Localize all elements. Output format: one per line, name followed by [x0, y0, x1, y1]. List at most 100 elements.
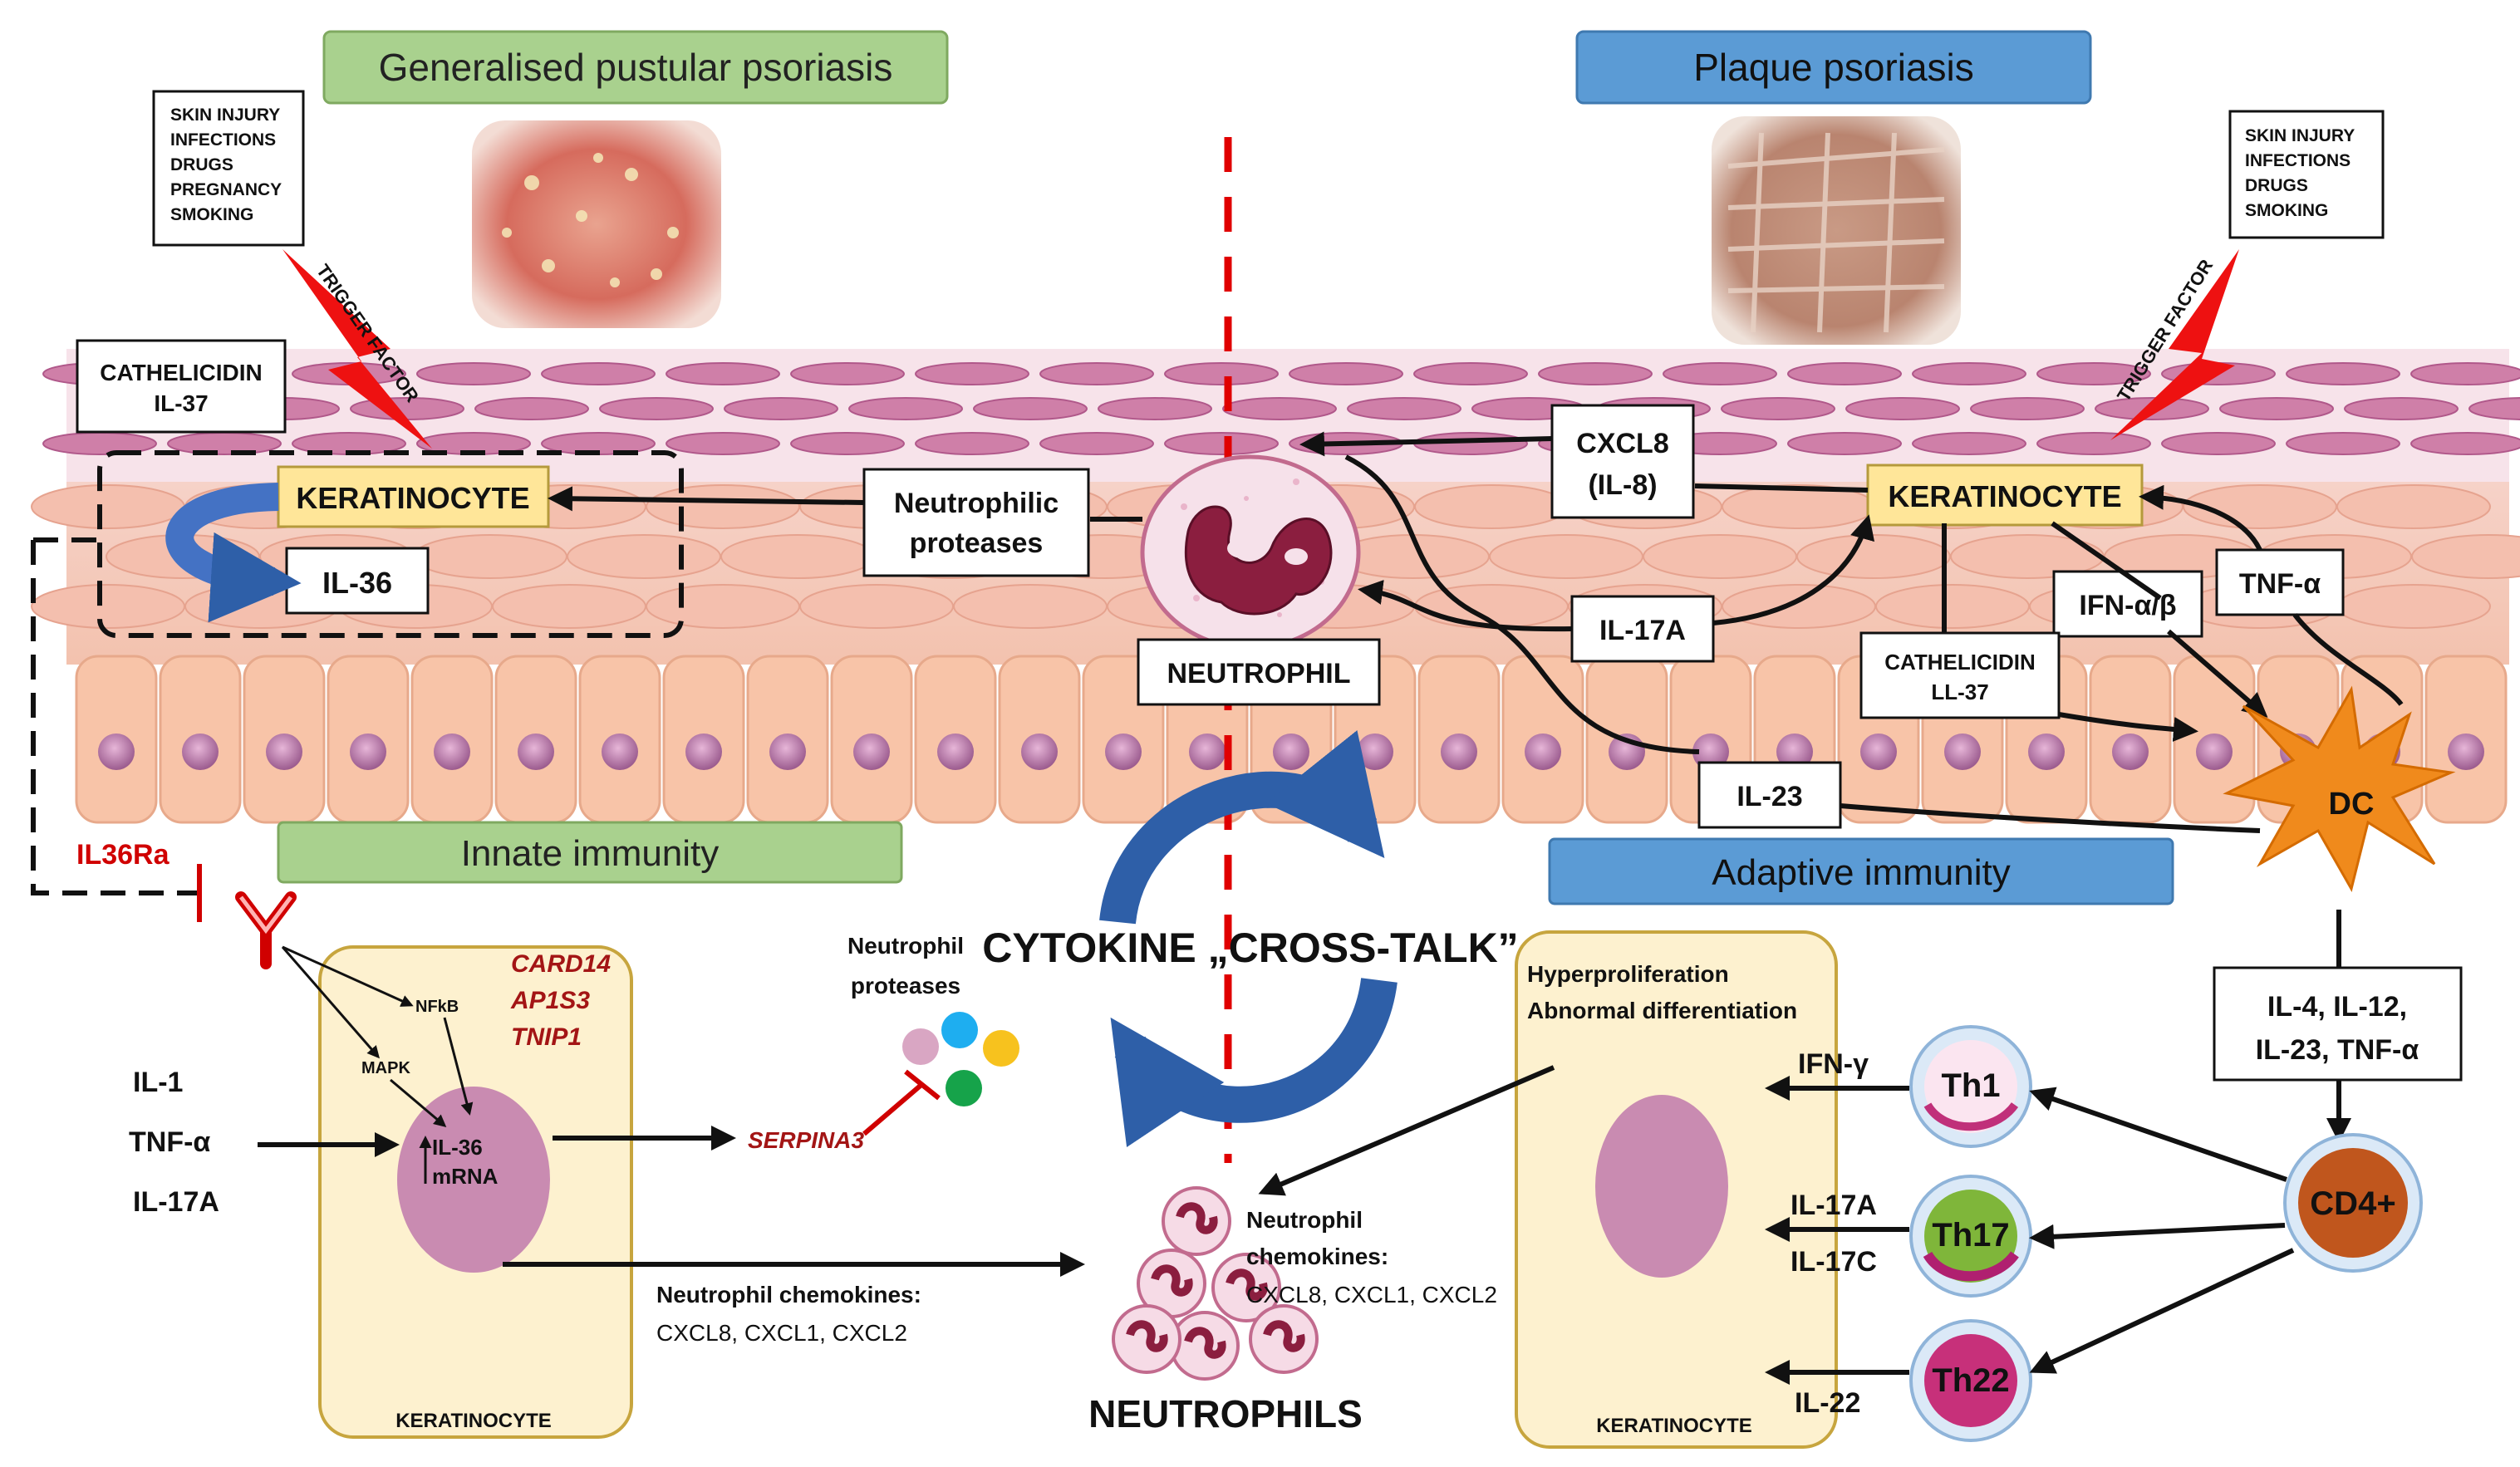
svg-text:Th22: Th22 [1932, 1362, 2009, 1399]
spinous-cell [413, 534, 567, 579]
svg-text:IL-23: IL-23 [1736, 781, 1802, 812]
basal-nucleus [1860, 734, 1897, 770]
svg-text:Th1: Th1 [1941, 1067, 2000, 1104]
chemokines-left-list: CXCL8, CXCL1, CXCL2 [656, 1320, 907, 1346]
svg-text:IL-1: IL-1 [133, 1067, 183, 1098]
cd4-cell: CD4+ [2283, 1133, 2423, 1273]
basal-nucleus [1944, 734, 1981, 770]
basal-nucleus [937, 734, 974, 770]
spinous-cell [646, 484, 800, 529]
chemokines-center: Neutrophil chemokines: CXCL8, CXCL1, CXC… [1246, 1207, 1497, 1308]
spinous-cell [720, 534, 875, 579]
svg-text:CD4+: CD4+ [2310, 1185, 2395, 1222]
il17a-label-bottom: IL-17A [1791, 1190, 1877, 1221]
svg-text:DC: DC [2329, 787, 2375, 822]
corneocyte [1787, 432, 1902, 455]
hyperproliferation-label: Hyperproliferation [1527, 961, 1729, 987]
epidermis-upper-layer [42, 349, 2520, 482]
svg-text:SKIN INJURY: SKIN INJURY [2245, 126, 2355, 145]
arrow-il17a-to-keratinocyte [1712, 514, 1875, 626]
basal-nucleus [1692, 734, 1729, 770]
th1-cell: Th1 [1909, 1025, 2032, 1148]
neutrophil-nucleus [1176, 1202, 1218, 1234]
basal-nucleus [2028, 734, 2065, 770]
corneocyte [666, 432, 780, 455]
trigger-cytokines-list: IL-1 TNF-α IL-17A [129, 1067, 219, 1218]
nfkb-label: NFkB [415, 998, 459, 1016]
spinous-cell [492, 584, 646, 629]
svg-text:CATHELICIDIN: CATHELICIDIN [100, 360, 262, 385]
mapk-label: MAPK [361, 1059, 410, 1077]
neutrophils-label: NEUTROPHILS [1088, 1392, 1363, 1435]
corneocyte [1413, 362, 1528, 385]
risk-genes: CARD14 AP1S3 TNIP1 [510, 950, 611, 1051]
plaque-header: Plaque psoriasis [1575, 30, 2092, 105]
keratinocyte-cell-left: KERATINOCYTE [318, 945, 633, 1439]
basal-nucleus [1273, 734, 1309, 770]
svg-text:CXCL8: CXCL8 [1576, 428, 1668, 459]
spinous-cell [1796, 534, 1951, 579]
spinous-cell [953, 584, 1108, 629]
svg-text:TNF-α: TNF-α [2239, 568, 2321, 600]
neutrophil-proteases-left: Neutrophil proteases [847, 933, 1019, 1106]
corneocyte [2036, 432, 2151, 455]
svg-text:KERATINOCYTE: KERATINOCYTE [395, 1410, 552, 1432]
abnormal-differentiation-label: Abnormal differentiation [1527, 998, 1797, 1023]
corneocyte [1538, 362, 1653, 385]
basal-nucleus [266, 734, 302, 770]
autocrine-loop-dashed-box [97, 450, 684, 638]
svg-text:LL-37: LL-37 [1931, 680, 1988, 704]
svg-text:CXCL8, CXCL1, CXCL2: CXCL8, CXCL1, CXCL2 [1246, 1282, 1497, 1308]
svg-text:proteases: proteases [851, 973, 960, 998]
corneocyte [474, 397, 589, 420]
il36-box: IL-36 [285, 547, 430, 615]
plaque-clinical-photo [1712, 116, 1961, 345]
svg-text:SMOKING: SMOKING [2245, 201, 2328, 220]
svg-text:TNIP1: TNIP1 [511, 1023, 582, 1051]
spinous-cell [1722, 584, 1876, 629]
neutrophil-label-box: NEUTROPHIL [1137, 638, 1381, 706]
basal-nucleus [602, 734, 638, 770]
basal-nucleus [1021, 734, 1058, 770]
svg-text:proteases: proteases [910, 527, 1044, 559]
th17-cell: Th17 [1909, 1175, 2032, 1298]
corneocyte [1164, 362, 1279, 385]
serpina3-label: SERPINA3 [748, 1127, 864, 1153]
spinous-cell [646, 584, 800, 629]
basal-nucleus [1441, 734, 1477, 770]
cxcl8-box: CXCL8 (IL-8) [1550, 404, 1695, 519]
svg-text:IL-23, TNF-α: IL-23, TNF-α [2256, 1034, 2419, 1066]
basal-nucleus [518, 734, 554, 770]
corneocyte [599, 397, 714, 420]
corneocyte [2161, 432, 2276, 455]
svg-text:SMOKING: SMOKING [170, 205, 253, 224]
neutrophil-nucleus [1184, 1327, 1226, 1359]
corneocyte [2410, 362, 2520, 385]
neutrophils-cluster [1112, 1186, 1319, 1381]
spinous-cell [1489, 534, 1643, 579]
corneocyte [2410, 432, 2520, 455]
svg-text:IFN-α/β: IFN-α/β [2079, 590, 2176, 621]
corneocyte [1222, 397, 1337, 420]
corneocyte [1663, 362, 1777, 385]
svg-text:DRUGS: DRUGS [170, 155, 233, 174]
spinous-cell [2411, 534, 2520, 579]
basal-nucleus [434, 734, 470, 770]
spinous-cell [31, 584, 185, 629]
svg-text:TNF-α: TNF-α [129, 1126, 210, 1158]
corneocyte [1289, 362, 1403, 385]
corneocyte [541, 362, 656, 385]
corneocyte [2286, 362, 2400, 385]
corneocyte [1912, 432, 2026, 455]
il17a-box-right: IL-17A [1570, 595, 1715, 663]
cathelicidin-box-right: CATHELICIDIN LL-37 [1859, 631, 2061, 719]
corneocyte [2344, 397, 2459, 420]
svg-text:IL-36: IL-36 [322, 566, 392, 600]
svg-text:mRNA: mRNA [432, 1164, 499, 1189]
basal-nucleus [2448, 734, 2484, 770]
svg-text:IL-17A: IL-17A [1599, 615, 1686, 646]
corneocyte [1845, 397, 1960, 420]
cathelicidin-box-left: CATHELICIDIN IL-37 [76, 339, 287, 434]
svg-text:IL-4, IL-12,: IL-4, IL-12, [2267, 991, 2407, 1023]
spinous-cell [31, 484, 185, 529]
